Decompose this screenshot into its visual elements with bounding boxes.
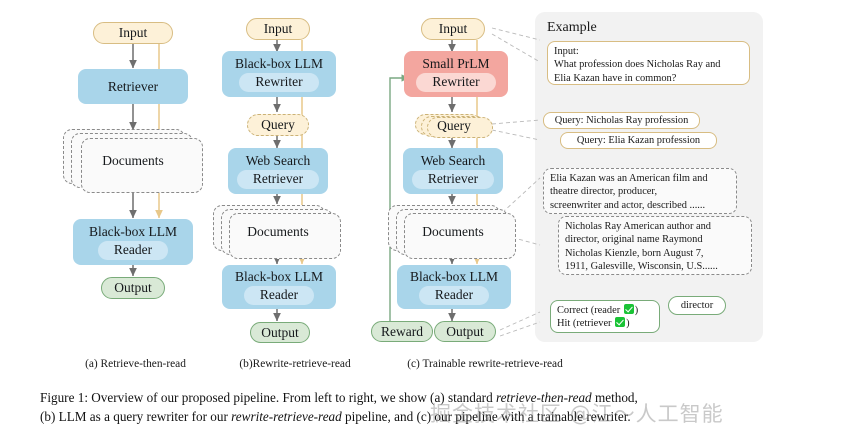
- node-b-output: Output: [250, 322, 310, 343]
- node-b-output-label: Output: [261, 324, 299, 340]
- example-input-box: Input: What profession does Nicholas Ray…: [547, 41, 750, 85]
- example-input-label: Input:: [554, 46, 579, 57]
- node-a-reader: Black-box LLM Reader: [73, 219, 193, 265]
- node-c-retriever-title: Web Search: [420, 153, 486, 169]
- example-answer-text: director: [680, 299, 714, 311]
- subcaption-b: (b)Rewrite-retrieve-read: [239, 358, 351, 370]
- node-c-input: Input: [421, 18, 485, 40]
- example-input-line2: Elia Kazan have in common?: [554, 72, 677, 84]
- node-b-retriever: Web Search Retriever: [228, 148, 328, 194]
- node-a-input: Input: [93, 22, 173, 44]
- node-b-input: Input: [246, 18, 310, 40]
- example-doc1-line1: Elia Kazan was an American film and: [550, 173, 708, 184]
- node-a-input-label: Input: [118, 25, 148, 41]
- example-panel-title: Example: [547, 20, 597, 35]
- example-doc1-box: Elia Kazan was an American film and thea…: [543, 168, 737, 214]
- node-c-rewriter-sub: Rewriter: [416, 73, 496, 92]
- node-c-reward-label: Reward: [381, 323, 423, 339]
- figure-caption-em2: rewrite-retrieve-read: [231, 408, 342, 424]
- figure-caption-part2: (b) LLM as a query rewriter for our: [40, 408, 232, 424]
- node-a-retriever-label: Retriever: [107, 78, 159, 94]
- example-doc2-line4: 1911, Galesville, Wisconsin, U.S......: [565, 260, 718, 272]
- node-c-retriever: Web Search Retriever: [403, 148, 503, 194]
- node-b-rewriter: Black-box LLM Rewriter: [222, 51, 336, 97]
- example-reward-line1: Correct (reader ): [557, 304, 653, 317]
- node-b-query: Query: [247, 114, 309, 136]
- example-doc2-box: Nicholas Ray American author and directo…: [558, 216, 752, 275]
- example-doc2-line2: director, original name Raymond: [565, 234, 703, 246]
- node-b-input-label: Input: [263, 21, 293, 37]
- node-a-documents: Documents: [63, 129, 203, 193]
- example-doc2-line3: Nicholas Kienzle, born August 7,: [565, 247, 704, 259]
- node-b-retriever-sub: Retriever: [236, 170, 320, 189]
- node-b-retriever-title: Web Search: [245, 153, 311, 169]
- example-query1-text: Query: Nicholas Ray profession: [554, 114, 689, 126]
- node-c-documents: Documents: [388, 205, 518, 259]
- node-c-rewriter-title: Small PrLM: [422, 56, 490, 72]
- node-a-reader-sub: Reader: [97, 241, 169, 260]
- node-c-documents-label: Documents: [422, 224, 484, 239]
- check-icon: [623, 304, 634, 314]
- node-c-reader-title: Black-box LLM: [409, 269, 499, 285]
- node-c-reward: Reward: [371, 321, 433, 342]
- example-query2-box: Query: Elia Kazan profession: [560, 132, 717, 149]
- figure-caption-part1: Figure 1: Overview of our proposed pipel…: [40, 390, 496, 405]
- example-doc1-line3: screenwriter and actor, described ......: [550, 199, 706, 211]
- node-c-output-label: Output: [446, 323, 484, 339]
- example-doc1-line2: theatre director, producer,: [550, 186, 658, 198]
- node-c-input-label: Input: [438, 21, 468, 37]
- node-b-documents: Documents: [213, 205, 343, 259]
- example-doc2-line1: Nicholas Ray American author and: [565, 221, 712, 232]
- figure-caption: Figure 1: Overview of our proposed pipel…: [40, 389, 815, 426]
- example-answer-box: director: [668, 296, 726, 315]
- node-c-reader: Black-box LLM Reader: [397, 265, 511, 309]
- example-reward-line2-post: ): [626, 318, 630, 330]
- subcaption-c: (c) Trainable rewrite-retrieve-read: [407, 358, 563, 370]
- node-a-output-label: Output: [114, 280, 152, 296]
- node-c-query: Query: [415, 114, 493, 138]
- node-a-output: Output: [101, 277, 165, 299]
- example-query1-box: Query: Nicholas Ray profession: [543, 112, 700, 129]
- example-reward-line1-post: ): [634, 305, 639, 316]
- node-b-rewriter-title: Black-box LLM: [234, 56, 324, 72]
- node-c-reader-sub: Reader: [418, 286, 490, 305]
- check-icon: [615, 317, 626, 328]
- node-a-retriever: Retriever: [78, 69, 188, 104]
- node-b-rewriter-sub: Rewriter: [239, 73, 319, 92]
- node-c-retriever-sub: Retriever: [411, 170, 495, 189]
- example-reward-line2-pre: Hit (retriever: [557, 318, 615, 330]
- example-reward-line1-pre: Correct (reader: [557, 305, 623, 316]
- example-query2-text: Query: Elia Kazan profession: [576, 134, 701, 146]
- node-b-documents-label: Documents: [247, 224, 309, 239]
- node-b-reader-sub: Reader: [243, 286, 315, 305]
- node-b-reader-title: Black-box LLM: [234, 269, 324, 285]
- node-c-rewriter: Small PrLM Rewriter: [404, 51, 508, 97]
- node-c-output: Output: [434, 321, 496, 342]
- figure-caption-part1b: method,: [591, 390, 638, 405]
- figure-caption-part2b: pipeline, and (c) our pipeline with a tr…: [341, 408, 631, 424]
- subcaption-a: (a) Retrieve-then-read: [85, 358, 186, 370]
- node-c-query-label: Query: [437, 118, 471, 133]
- figure-caption-em1: retrieve-then-read: [495, 390, 592, 405]
- node-a-documents-label: Documents: [102, 153, 164, 168]
- node-a-reader-title: Black-box LLM: [88, 224, 178, 240]
- example-input-line1: What profession does Nicholas Ray and: [554, 59, 721, 71]
- node-b-reader: Black-box LLM Reader: [222, 265, 336, 309]
- example-reward-line2: Hit (retriever ): [557, 317, 653, 330]
- node-b-query-label: Query: [261, 117, 295, 133]
- example-reward-box: Correct (reader ) Hit (retriever ): [550, 300, 660, 333]
